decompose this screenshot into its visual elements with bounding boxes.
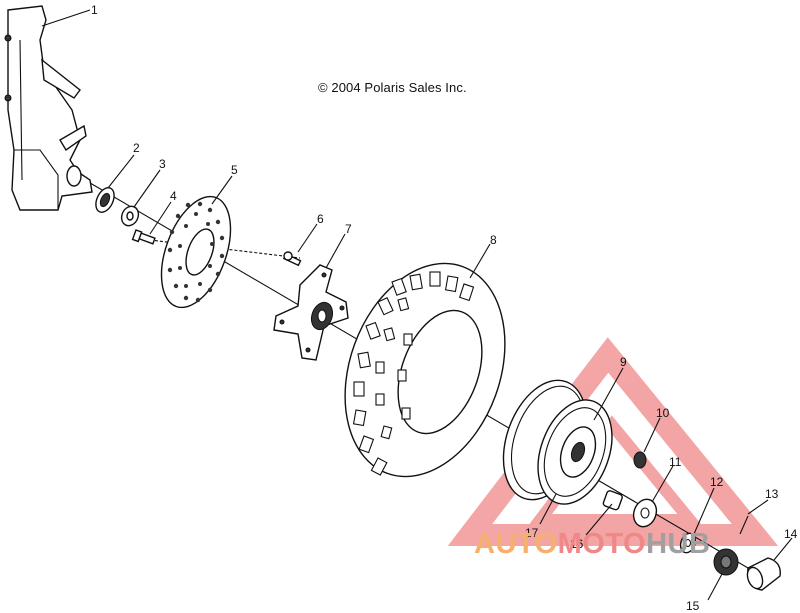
wheel-rim [502, 379, 613, 505]
callout-14: 14 [784, 527, 798, 541]
callout-15: 15 [686, 599, 700, 613]
callout-9: 9 [620, 355, 627, 369]
watermark-logo: AUTOMOTOHUB [474, 528, 710, 561]
callout-7: 7 [345, 222, 352, 236]
callout-6: 6 [317, 212, 324, 226]
bearing-seal [95, 187, 115, 213]
bushing [632, 498, 658, 528]
callout-labels: 1 2 3 4 5 6 7 8 9 10 11 12 13 14 15 16 1… [91, 3, 798, 613]
steering-knuckle [4, 5, 93, 211]
wheel-hub [273, 264, 349, 361]
callout-12: 12 [710, 475, 724, 489]
callout-3: 3 [159, 157, 166, 171]
callout-10: 10 [656, 406, 670, 420]
flat-washer [679, 532, 697, 554]
spacer [602, 490, 623, 511]
tire [344, 262, 506, 478]
callout-11: 11 [669, 455, 682, 469]
callout-2: 2 [133, 141, 140, 155]
cotter-pin [739, 515, 749, 535]
bolt [131, 229, 156, 245]
callout-4: 4 [170, 189, 177, 203]
callout-8: 8 [490, 233, 497, 247]
watermark-hub: HUB [646, 528, 711, 560]
copyright-notice: © 2004 Polaris Sales Inc. [318, 80, 467, 95]
watermark-moto: MOTO [557, 528, 647, 560]
castle-nut [713, 548, 739, 576]
leader-lines [41, 9, 793, 601]
callout-16: 16 [570, 537, 584, 551]
brake-disc [160, 195, 232, 309]
lug-nut [633, 451, 647, 469]
watermark-auto: AUTO [474, 528, 558, 560]
callout-17: 17 [525, 526, 539, 540]
hub-bolt [282, 251, 302, 267]
callout-5: 5 [231, 163, 238, 177]
callout-1: 1 [91, 3, 98, 17]
dust-cap [746, 557, 781, 591]
callout-13: 13 [765, 487, 779, 501]
washer [120, 205, 140, 227]
